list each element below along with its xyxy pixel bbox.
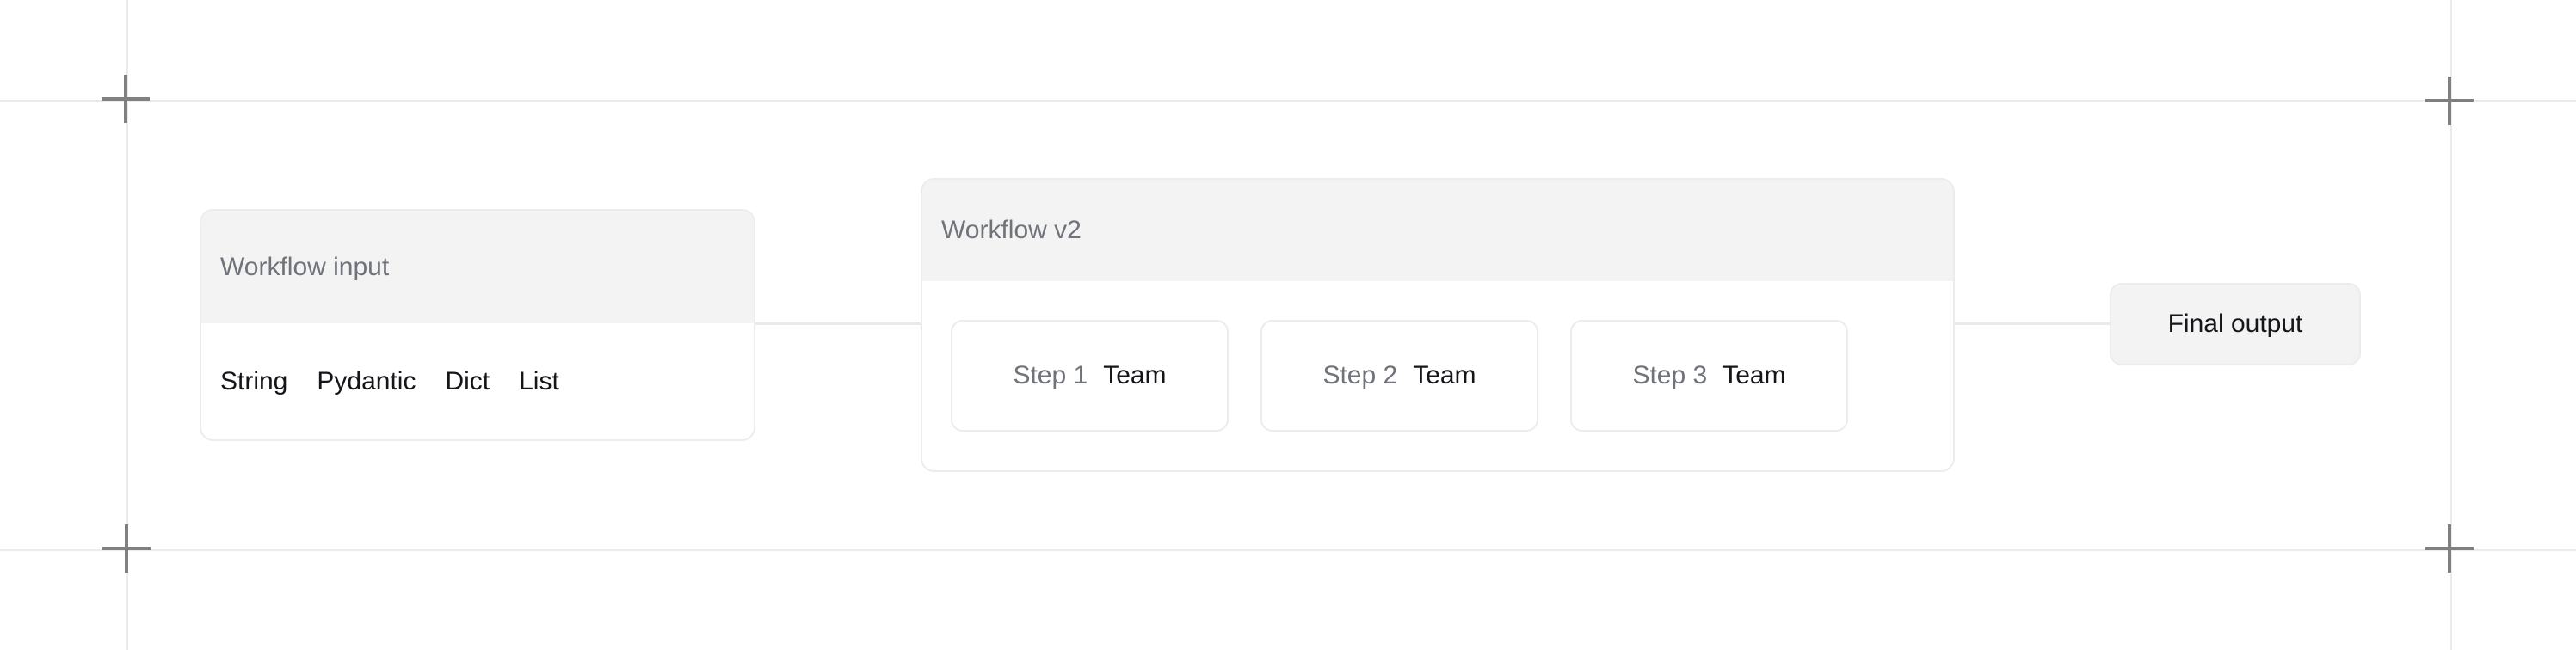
step-2-value: Team bbox=[1413, 361, 1476, 389]
input-type-string[interactable]: String bbox=[220, 366, 288, 396]
crosshair-handle-top-right[interactable] bbox=[2425, 77, 2474, 125]
input-type-pydantic[interactable]: Pydantic bbox=[317, 366, 416, 396]
step-1-value: Team bbox=[1103, 361, 1167, 389]
workflow-step-3[interactable]: Step 3 Team bbox=[1570, 320, 1848, 432]
workflow-step-1[interactable]: Step 1 Team bbox=[951, 320, 1229, 432]
final-output-label: Final output bbox=[2167, 310, 2303, 338]
guide-line-vertical-left bbox=[126, 0, 128, 650]
workflow-container-node[interactable]: Workflow v2 Step 1 Team Step 2 Team Step… bbox=[921, 178, 1955, 472]
workflow-steps-row: Step 1 Team Step 2 Team Step 3 Team bbox=[922, 281, 1953, 470]
workflow-input-title: Workflow input bbox=[220, 252, 390, 281]
workflow-step-2[interactable]: Step 2 Team bbox=[1260, 320, 1538, 432]
step-1-label: Step 1 bbox=[1013, 361, 1088, 389]
step-3-value: Team bbox=[1722, 361, 1786, 389]
crosshair-handle-top-left[interactable] bbox=[102, 75, 150, 123]
workflow-input-header: Workflow input bbox=[201, 211, 754, 323]
crosshair-handle-bottom-right[interactable] bbox=[2425, 524, 2474, 573]
step-3-label: Step 3 bbox=[1632, 361, 1708, 389]
workflow-input-node[interactable]: Workflow input String Pydantic Dict List bbox=[200, 209, 755, 441]
workflow-header: Workflow v2 bbox=[922, 180, 1953, 281]
guide-line-vertical-right bbox=[2450, 0, 2452, 650]
workflow-title: Workflow v2 bbox=[941, 216, 1082, 244]
input-type-dict[interactable]: Dict bbox=[445, 366, 490, 396]
edge-input-to-workflow bbox=[754, 322, 922, 325]
final-output-node[interactable]: Final output bbox=[2110, 283, 2361, 365]
crosshair-handle-bottom-left[interactable] bbox=[102, 524, 151, 573]
step-2-label: Step 2 bbox=[1322, 361, 1398, 389]
guide-line-horizontal-top bbox=[0, 100, 2576, 102]
workflow-input-body: String Pydantic Dict List bbox=[201, 323, 754, 439]
guide-line-horizontal-bottom bbox=[0, 549, 2576, 551]
input-type-list[interactable]: List bbox=[519, 366, 559, 396]
edge-workflow-to-output bbox=[1953, 322, 2111, 325]
